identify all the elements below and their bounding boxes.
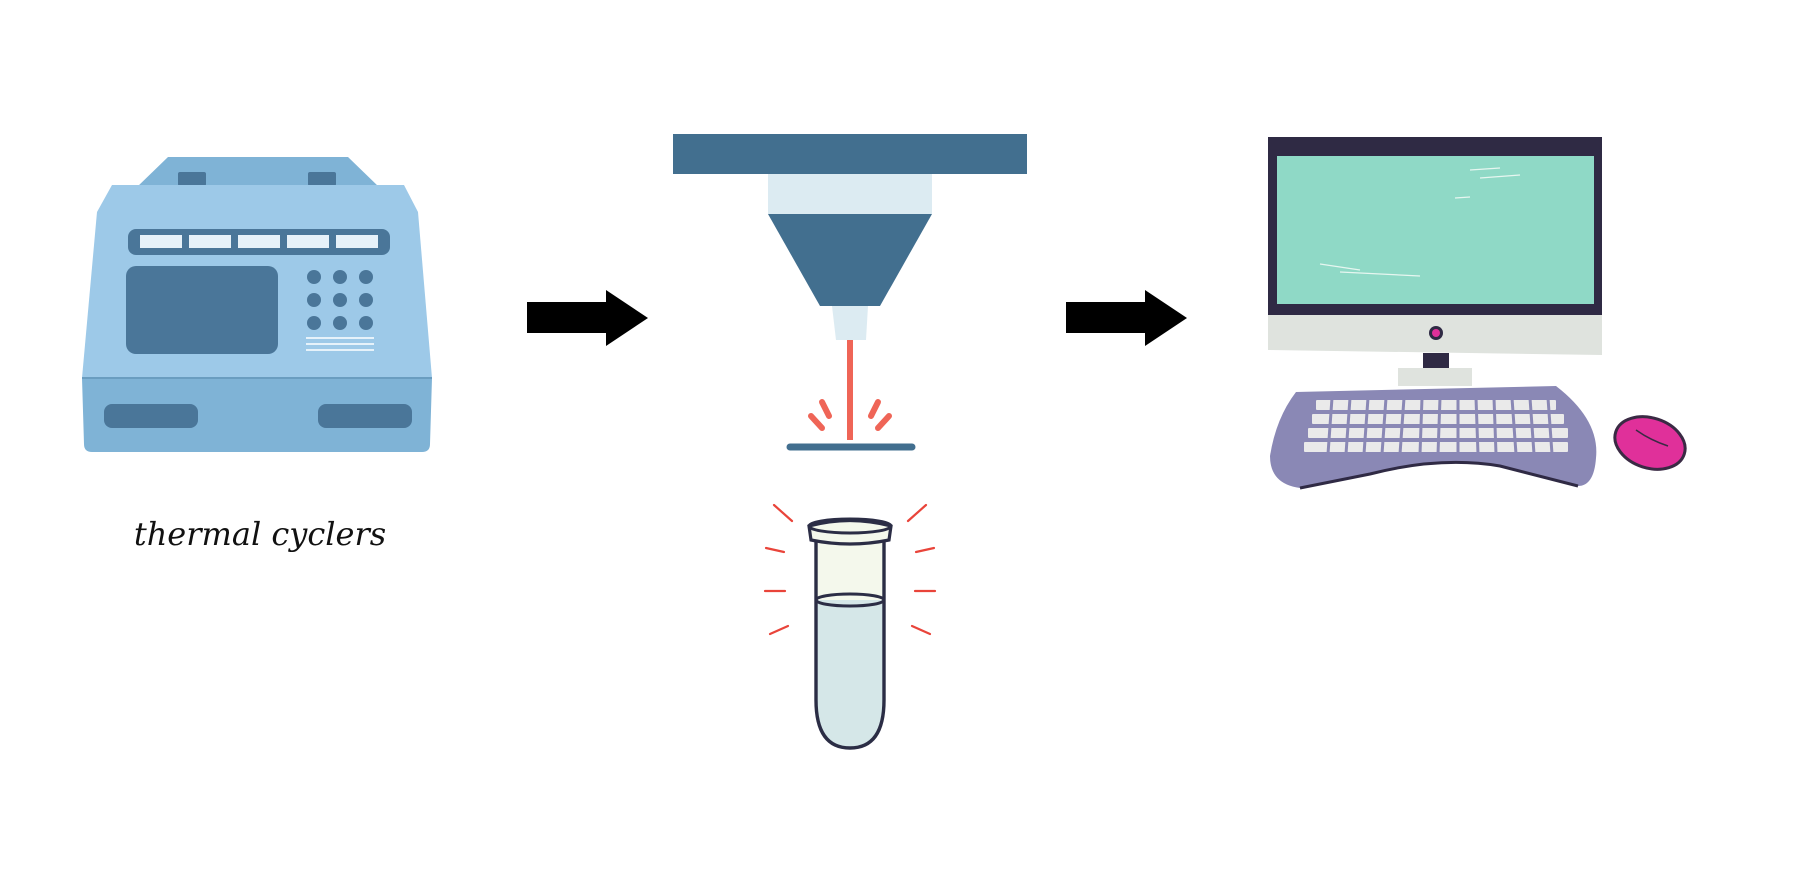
laser-emitter-icon — [673, 134, 1027, 451]
right-arrow-icon — [1066, 290, 1187, 346]
right-arrow-icon — [527, 290, 648, 346]
desktop-computer-icon — [1268, 137, 1687, 490]
thermal-cycler-icon — [82, 157, 432, 452]
glowing-test-tube-icon — [763, 503, 937, 750]
thermal-cycler-label: thermal cyclers — [133, 515, 387, 553]
